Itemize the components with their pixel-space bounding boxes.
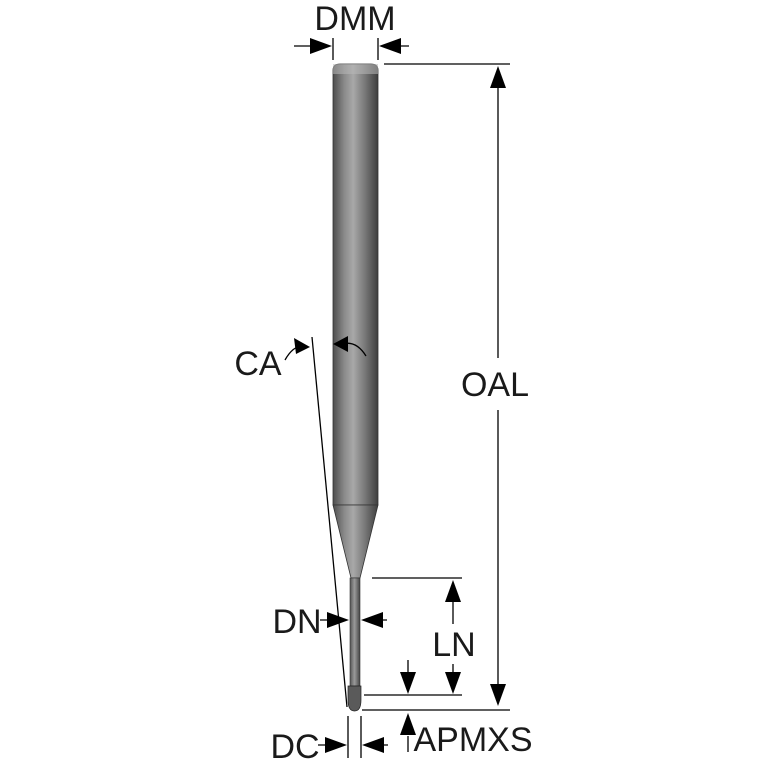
dc-label: DC (270, 728, 319, 766)
dmm-dimension: DMM (294, 0, 409, 60)
tool-neck (349, 577, 361, 687)
shank-chamfer (333, 64, 378, 74)
apmxs-label: APMXS (413, 721, 532, 759)
oal-label: OAL (461, 366, 529, 404)
ca-label: CA (234, 345, 282, 383)
ca-dimension: CA (234, 336, 367, 708)
apmxs-dimension: APMXS (400, 660, 533, 759)
ln-dimension: LN (364, 577, 476, 696)
ln-label: LN (432, 626, 475, 664)
dn-dimension: DN (272, 603, 387, 641)
tool-taper (332, 504, 379, 579)
dmm-label: DMM (314, 0, 395, 38)
dc-dimension: DC (270, 716, 388, 766)
oal-dimension: OAL (362, 63, 529, 711)
tool-shank (332, 63, 379, 506)
dn-label: DN (272, 603, 321, 641)
end-mill-tool (332, 63, 379, 712)
tool-ball-head (347, 685, 362, 712)
